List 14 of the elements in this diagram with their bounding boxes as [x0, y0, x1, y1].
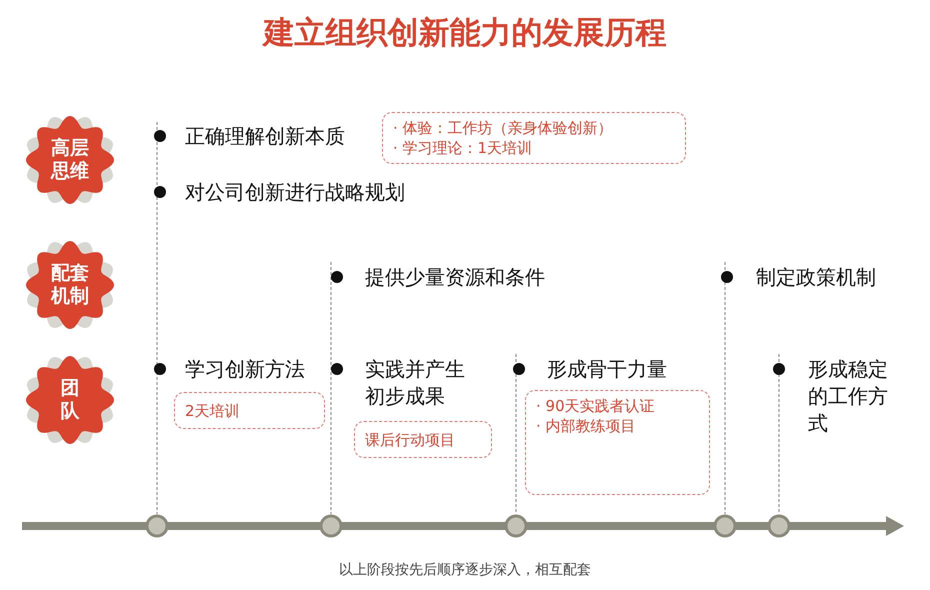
caption: 以上阶段按先后顺序逐步深入，相互配套: [338, 561, 592, 579]
bullet-text: 实践并产生初步成果: [365, 356, 466, 410]
note-box: · 90天实践者认证 · 内部教练项目: [525, 390, 710, 495]
note-box: · 体验：工作坊（亲身体验创新） · 学习理论：1天培训: [382, 112, 686, 164]
note-box: 2天培训: [174, 392, 325, 429]
bullet-text: 形成骨干力量: [547, 356, 668, 383]
title: 建立组织创新能力的发展历程: [261, 14, 668, 53]
bullet-text: 制定政策机制: [756, 264, 877, 291]
bullet-text: 学习创新方法: [185, 356, 306, 383]
note-box: 课后行动项目: [354, 421, 492, 458]
bullet-text: 正确理解创新本质: [185, 123, 346, 150]
bullet-text: 形成稳定的工作方式: [808, 356, 889, 437]
bullet-text: 对公司创新进行战略规划: [185, 179, 406, 206]
bullet-text: 提供少量资源和条件: [365, 264, 546, 291]
